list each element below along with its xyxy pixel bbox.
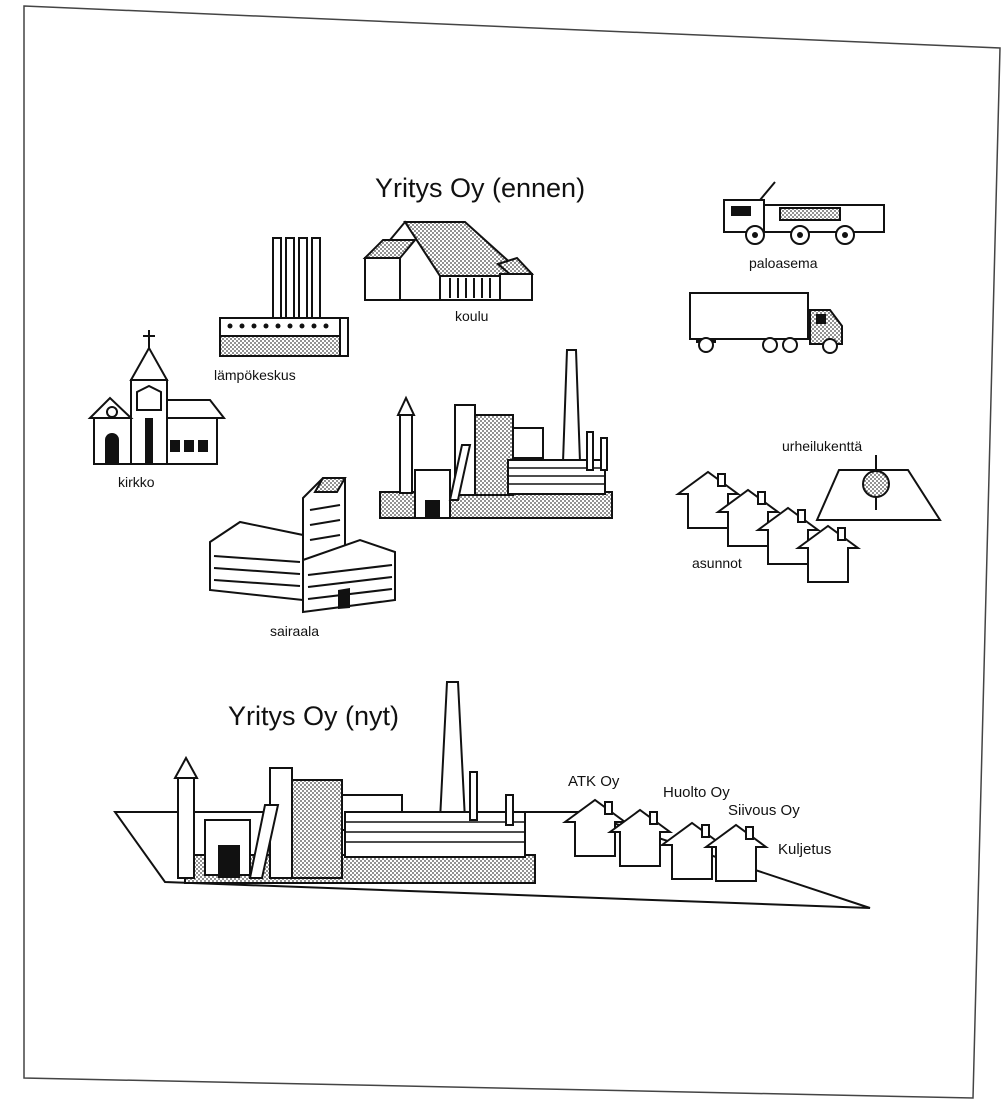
now-title: Yritys Oy (nyt) xyxy=(228,701,399,731)
truck-icon xyxy=(690,293,842,353)
company-label: Huolto Oy xyxy=(663,784,730,801)
hospital-label: sairaala xyxy=(270,623,319,639)
page-frame xyxy=(24,6,1000,1098)
fire-truck-icon xyxy=(724,182,884,244)
school-icon xyxy=(365,222,532,300)
sports-field-label: urheilukenttä xyxy=(782,438,862,454)
before-title: Yritys Oy (ennen) xyxy=(375,173,585,203)
company-label: ATK Oy xyxy=(568,773,620,790)
sports-field-icon xyxy=(817,455,940,520)
fire-station-label: paloasema xyxy=(749,255,818,271)
company-label: Siivous Oy xyxy=(728,802,800,819)
company-label: Kuljetus xyxy=(778,841,831,858)
factory-icon xyxy=(380,350,612,518)
church-icon xyxy=(90,330,224,464)
heating-plant-label: lämpökeskus xyxy=(214,367,296,383)
hospital-icon xyxy=(210,478,395,612)
heating-plant-icon xyxy=(220,238,348,356)
housing-label: asunnot xyxy=(692,555,742,571)
church-label: kirkko xyxy=(118,474,155,490)
school-label: koulu xyxy=(455,308,488,324)
